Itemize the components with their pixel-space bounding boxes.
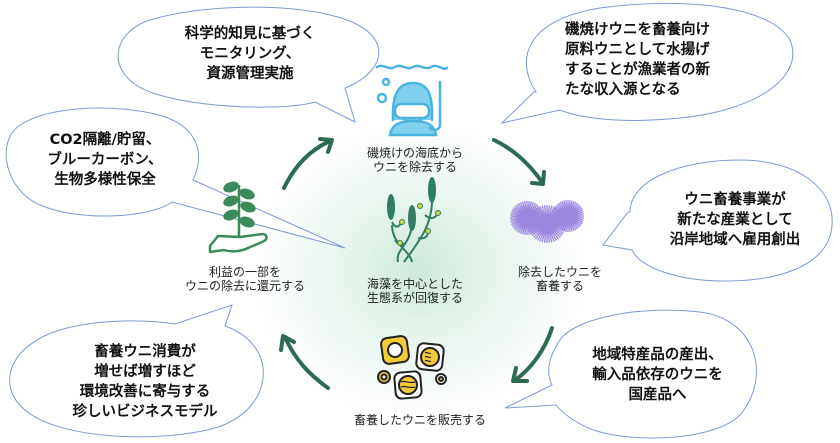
bubble-domestic: 地域特産品の産出、 輸入品依存のウニを 国産品へ bbox=[565, 345, 750, 405]
bubble-domestic-shape bbox=[504, 309, 757, 439]
bubble-carbon-line: 生物多様性保全 bbox=[54, 172, 156, 188]
bubble-business-line: 珍しいビジネスモデル bbox=[72, 404, 218, 420]
bubble-carbon-shape bbox=[5, 107, 346, 249]
bubble-business: 畜養ウニ消費が 増せば増すほど 環境改善に寄与する 珍しいビジネスモデル bbox=[45, 342, 245, 422]
step-farm-line: 除去したウニを bbox=[517, 265, 602, 279]
center-line: 海藻を中心とした bbox=[366, 277, 463, 291]
bubble-domestic-line: 地域特産品の産出、 bbox=[592, 347, 723, 363]
bubble-employment-shape bbox=[602, 159, 833, 282]
bubble-employment-line: 新たな産業として bbox=[677, 212, 793, 228]
step-sell-line: 畜養したウニを販売する bbox=[353, 413, 486, 427]
bubble-domestic-line: 輸入品依存のウニを bbox=[592, 367, 723, 383]
seaweed-icon bbox=[387, 177, 441, 263]
bubble-domestic-line: 国産品へ bbox=[628, 387, 687, 403]
bubble-income-line: たな収入源となる bbox=[565, 82, 681, 98]
sea-urchin-icon bbox=[510, 200, 584, 243]
bubble-business-line: 環境改善に寄与する bbox=[79, 384, 211, 400]
bubble-science-shape bbox=[117, 6, 380, 123]
center-line: 生態系が回復する bbox=[366, 291, 463, 305]
step-farm-line: 畜養する bbox=[535, 279, 584, 293]
step-return-label: 利益の一部を ウニの除去に還元する bbox=[180, 265, 310, 293]
diver-icon bbox=[375, 64, 449, 137]
arrow-to-remove bbox=[282, 137, 334, 190]
arrow-to-sell bbox=[511, 326, 554, 383]
bubble-employment-line: ウニ畜養事業が bbox=[684, 192, 786, 208]
arrow-to-return bbox=[279, 334, 330, 390]
step-remove-line: ウニを除去する bbox=[372, 160, 457, 174]
plant-in-hand-icon bbox=[208, 181, 268, 254]
step-return-line: 利益の一部を bbox=[208, 265, 281, 279]
bubble-employment: ウニ畜養事業が 新たな産業として 沿岸地域へ雇用創出 bbox=[640, 190, 830, 250]
bubble-employment-line: 沿岸地域へ雇用創出 bbox=[669, 232, 801, 248]
bubble-income-line: 原料ウニとして水揚げ bbox=[565, 42, 710, 58]
center-label: 海藻を中心とした 生態系が回復する bbox=[350, 277, 480, 305]
bubble-business-shape bbox=[9, 304, 264, 438]
bubble-business-line: 畜養ウニ消費が bbox=[94, 344, 196, 360]
bubble-carbon-line: CO2隔離/貯留、 bbox=[49, 132, 161, 148]
step-remove-line: 磯焼けの海底から bbox=[366, 146, 463, 160]
bubble-science-line: 資源管理実施 bbox=[206, 66, 294, 82]
bubble-carbon-line: ブルーカーボン、 bbox=[47, 152, 163, 168]
bubble-science-line: モニタリング、 bbox=[199, 46, 301, 62]
bubble-income-shape bbox=[500, 2, 794, 124]
bubble-income-line: 磯焼けウニを畜養向け bbox=[565, 22, 710, 38]
arrow-to-farm bbox=[492, 138, 546, 186]
step-return-line: ウニの除去に還元する bbox=[184, 279, 305, 293]
bubble-science-line: 科学的知見に基づく bbox=[184, 26, 316, 42]
sea-urchin-food-icon bbox=[377, 335, 447, 400]
bubble-business-line: 増せば増すほど bbox=[94, 364, 196, 380]
bubble-income-line: することが漁業者の新 bbox=[565, 62, 710, 78]
step-farm-label: 除去したウニを 畜養する bbox=[500, 265, 620, 293]
step-remove-label: 磯焼けの海底から ウニを除去する bbox=[350, 146, 480, 174]
bubble-income: 磯焼けウニを畜養向け 原料ウニとして水揚げ することが漁業者の新 たな収入源とな… bbox=[565, 20, 755, 100]
bubble-carbon: CO2隔離/貯留、 ブルーカーボン、 生物多様性保全 bbox=[20, 130, 190, 190]
bubble-science: 科学的知見に基づく モニタリング、 資源管理実施 bbox=[150, 24, 350, 84]
step-sell-label: 畜養したウニを販売する bbox=[330, 413, 510, 427]
urchin-body bbox=[552, 200, 584, 232]
